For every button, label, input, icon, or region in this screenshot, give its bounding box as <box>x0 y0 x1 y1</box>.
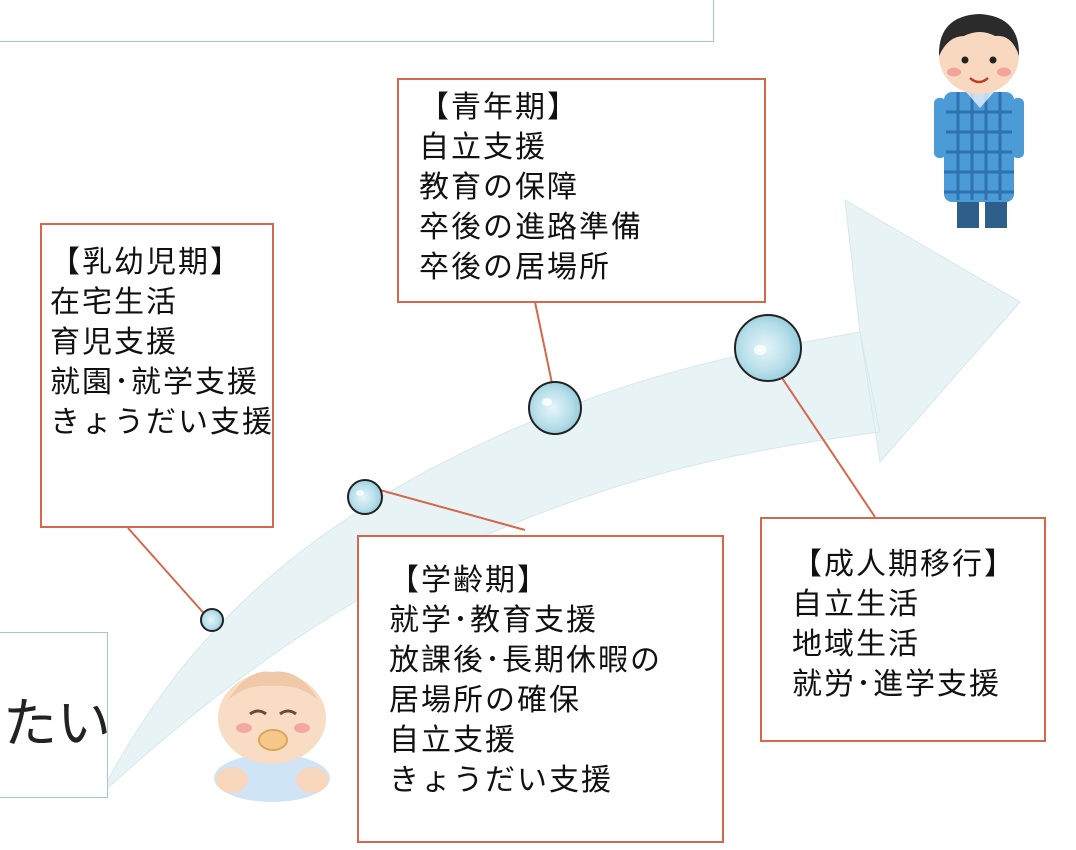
connector-school-age <box>379 489 526 531</box>
stage-title: 【学齢期】 <box>389 563 549 598</box>
stage-box-adulthood-transition: 【成人期移行】 自立生活 地域生活 就労･進学支援 <box>760 517 1046 742</box>
stage-item: 教育の保障 <box>419 170 579 205</box>
bubble-youth <box>528 381 582 435</box>
top-frame <box>0 0 714 42</box>
connector-adulthood <box>769 359 876 518</box>
young-man-icon <box>934 14 1024 228</box>
stage-item: 自立生活 <box>792 587 920 622</box>
baby-icon <box>214 671 330 802</box>
stage-item: きょうだい支援 <box>389 763 613 798</box>
stage-item: 自立支援 <box>419 130 547 165</box>
stage-item: 放課後･長期休暇の <box>389 643 662 678</box>
left-frame: たい <box>0 632 108 798</box>
left-frame-text: たい <box>3 692 108 755</box>
stage-item: 卒後の居場所 <box>419 250 611 285</box>
stage-item: 就園･就学支援 <box>50 365 259 400</box>
bubble-adulthood <box>734 314 802 382</box>
stage-item: 地域生活 <box>792 627 920 662</box>
stage-box-school-age: 【学齢期】 就学･教育支援 放課後･長期休暇の 居場所の確保 自立支援 きょうだ… <box>357 535 724 843</box>
stage-title: 【青年期】 <box>419 90 579 125</box>
stage-item: 自立支援 <box>389 723 517 758</box>
connector-infancy <box>127 527 209 619</box>
stage-box-youth: 【青年期】 自立支援 教育の保障 卒後の進路準備 卒後の居場所 <box>397 78 766 303</box>
bubble-school-age <box>347 479 383 515</box>
connector-youth <box>534 301 554 389</box>
stage-item: 卒後の進路準備 <box>419 210 643 245</box>
stage-item: 育児支援 <box>50 325 178 360</box>
stage-item: きょうだい支援 <box>50 405 274 440</box>
stage-title: 【乳幼児期】 <box>50 245 242 280</box>
stage-item: 就労･進学支援 <box>792 667 1001 702</box>
stage-item: 居場所の確保 <box>389 683 581 718</box>
stage-item: 就学･教育支援 <box>389 603 598 638</box>
stage-item: 在宅生活 <box>50 285 178 320</box>
stage-title: 【成人期移行】 <box>792 547 1016 582</box>
bubble-infancy <box>200 608 224 632</box>
stage-box-infancy: 【乳幼児期】 在宅生活 育児支援 就園･就学支援 きょうだい支援 <box>40 223 274 528</box>
